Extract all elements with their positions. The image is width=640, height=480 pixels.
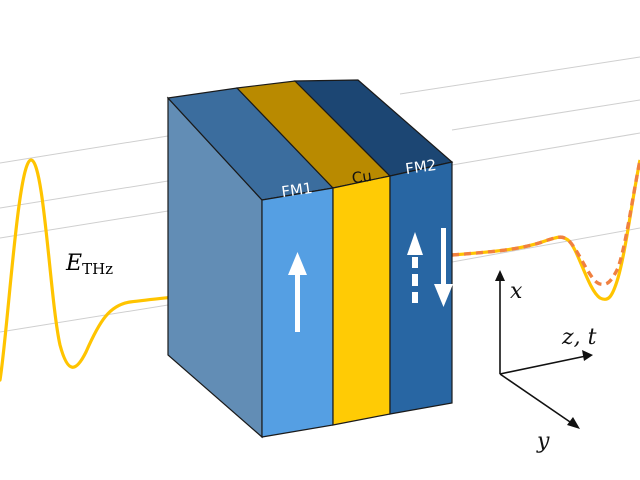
grid-line <box>0 135 169 164</box>
grid-lines <box>0 56 640 333</box>
fm2-magnetization-up-dashed-arrow-icon <box>407 232 423 303</box>
emitted-wave-solid <box>451 159 640 301</box>
x-axis-arrowhead-icon <box>495 270 505 281</box>
y-axis-arrowhead-icon <box>567 417 580 429</box>
y-axis-label: y <box>536 429 550 454</box>
grid-line <box>451 99 640 131</box>
grid-line <box>0 304 169 333</box>
incident-thz-wave <box>0 158 214 382</box>
x-axis-label: x <box>510 279 523 304</box>
z-axis <box>499 355 587 375</box>
z-axis-arrowhead-icon <box>582 350 593 361</box>
emitted-wave-dashed <box>451 159 640 287</box>
cu-front-face <box>332 175 391 426</box>
grid-line <box>451 132 640 166</box>
z-axis-label: z, t <box>561 325 597 350</box>
fm1-label: FM1 <box>280 179 313 201</box>
grid-line <box>0 210 169 239</box>
grid-line <box>0 180 169 209</box>
fm2-front-face <box>389 161 453 415</box>
fm2-magnetization-down-arrow-icon <box>434 228 453 307</box>
fm1-magnetization-up-arrow-icon <box>288 252 307 332</box>
grid-line <box>399 56 640 95</box>
fm2-label: FM2 <box>404 156 437 178</box>
y-axis <box>499 373 574 425</box>
cu-label: Cu <box>351 167 373 188</box>
grid-line <box>451 227 640 263</box>
coordinate-axes <box>495 270 593 429</box>
incident-field-label: ETHz <box>65 251 113 278</box>
